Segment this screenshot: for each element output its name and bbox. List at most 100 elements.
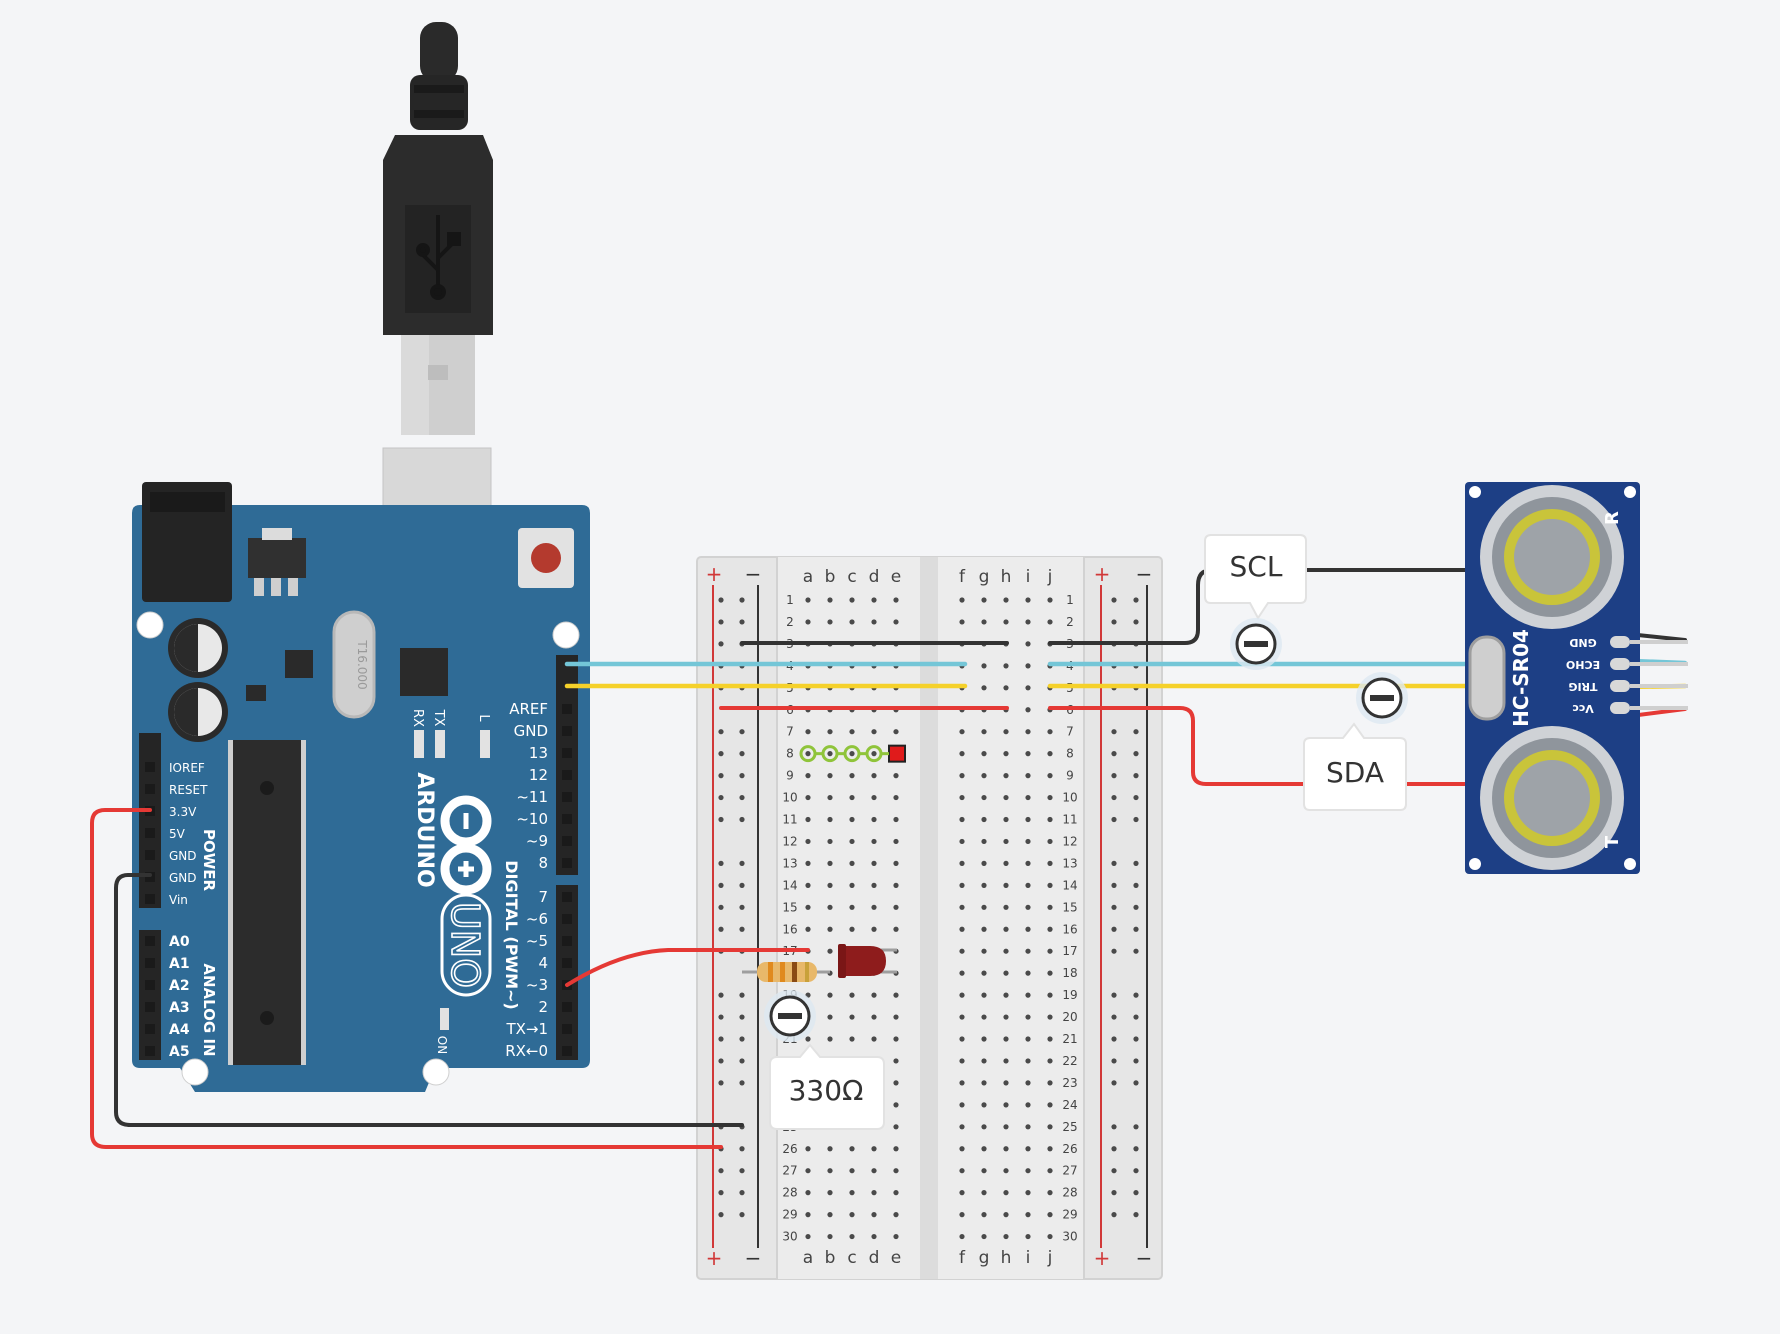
breadboard-hole[interactable] [871,1168,877,1174]
breadboard-hole[interactable] [805,1146,811,1152]
rail-hole[interactable] [1111,926,1117,932]
breadboard-hole[interactable] [805,729,811,735]
breadboard-hole[interactable] [827,619,833,625]
breadboard-hole[interactable] [1003,1080,1009,1086]
breadboard-hole[interactable] [1025,948,1031,954]
breadboard-hole[interactable] [1025,992,1031,998]
breadboard-hole[interactable] [805,882,811,888]
rail-hole[interactable] [718,1190,724,1196]
breadboard-hole[interactable] [893,904,899,910]
breadboard-hole[interactable] [849,1190,855,1196]
header-pin[interactable] [145,958,155,968]
rail-hole[interactable] [718,1036,724,1042]
breadboard-hole[interactable] [827,1190,833,1196]
rail-hole[interactable] [739,729,745,735]
rail-hole[interactable] [718,816,724,823]
breadboard-hole[interactable] [959,1212,965,1218]
rail-hole[interactable] [739,619,745,625]
rail-hole[interactable] [1111,1190,1117,1196]
rail-hole[interactable] [739,1080,745,1086]
breadboard-hole[interactable] [1025,816,1031,823]
wire-red-vcc[interactable] [1048,706,1687,786]
breadboard-hole[interactable] [1003,1212,1009,1218]
breadboard-hole[interactable] [827,904,833,910]
rail-hole[interactable] [718,1212,724,1218]
breadboard-hole[interactable] [1047,773,1053,779]
breadboard-hole[interactable] [981,663,987,669]
breadboard-hole[interactable] [959,948,965,954]
breadboard-hole[interactable] [1025,1058,1031,1064]
breadboard-hole[interactable] [959,794,965,801]
breadboard-hole[interactable] [805,816,811,823]
rail-hole[interactable] [718,992,724,998]
rail-hole[interactable] [1133,1058,1139,1064]
breadboard-hole[interactable] [893,860,899,867]
rail-hole[interactable] [1111,1036,1117,1042]
rail-hole[interactable] [718,597,724,603]
breadboard-hole[interactable] [959,1146,965,1152]
breadboard-hole[interactable] [1003,948,1009,954]
breadboard-hole[interactable] [981,860,987,867]
breadboard-hole[interactable] [827,1146,833,1152]
rail-hole[interactable] [1111,1212,1117,1218]
breadboard-hole[interactable] [1025,970,1031,976]
breadboard-hole[interactable] [871,773,877,779]
breadboard-hole[interactable] [1025,751,1031,757]
breadboard-hole[interactable] [849,1212,855,1218]
rail-hole[interactable] [1111,1124,1117,1130]
breadboard-hole[interactable] [1003,1168,1009,1174]
breadboard-hole[interactable] [871,1190,877,1196]
rail-hole[interactable] [1133,1080,1139,1086]
rail-hole[interactable] [1111,1146,1117,1152]
breadboard-hole[interactable] [1047,948,1053,954]
breadboard-hole[interactable] [981,729,987,735]
rail-hole[interactable] [1133,751,1139,757]
header-pin[interactable] [145,828,155,838]
rail-hole[interactable] [739,751,745,757]
breadboard-hole[interactable] [805,1036,811,1042]
breadboard-hole[interactable] [805,1212,811,1218]
breadboard-hole[interactable] [1003,1124,1009,1130]
header-pin[interactable] [145,936,155,946]
rail-hole[interactable] [1111,904,1117,910]
rail-hole[interactable] [718,641,724,647]
breadboard-hole[interactable] [959,773,965,779]
sensor-pin-pad[interactable] [1610,658,1630,670]
rail-hole[interactable] [1133,1146,1139,1152]
header-pin[interactable] [145,1024,155,1034]
breadboard-hole[interactable] [827,794,833,801]
breadboard-hole[interactable] [1047,619,1053,625]
breadboard-hole[interactable] [1003,685,1009,691]
rail-hole[interactable] [1133,1212,1139,1218]
breadboard-hole[interactable] [1025,1124,1031,1130]
breadboard-hole[interactable] [805,1233,811,1240]
rail-hole[interactable] [1111,729,1117,735]
breadboard-hole[interactable] [849,751,855,757]
breadboard-hole[interactable] [959,1058,965,1064]
breadboard-hole[interactable] [1025,685,1031,691]
rail-hole[interactable] [739,1168,745,1174]
rail-hole[interactable] [739,794,745,801]
header-pin[interactable] [562,726,572,736]
breadboard-hole[interactable] [849,1168,855,1174]
breadboard-hole[interactable] [1003,816,1009,823]
breadboard-hole[interactable] [981,992,987,998]
breadboard-hole[interactable] [871,1212,877,1218]
rail-hole[interactable] [739,773,745,779]
breadboard-hole[interactable] [1025,904,1031,910]
breadboard-hole[interactable] [1003,663,1009,669]
breadboard-hole[interactable] [959,882,965,888]
breadboard-hole[interactable] [893,882,899,888]
wire-red-pin3[interactable] [565,948,810,987]
breadboard-hole[interactable] [893,1058,899,1064]
rail-hole[interactable] [1133,773,1139,779]
rail-hole[interactable] [1111,860,1117,867]
breadboard-hole[interactable] [849,816,855,823]
breadboard-hole[interactable] [1047,597,1053,603]
breadboard-hole[interactable] [827,816,833,823]
breadboard-hole[interactable] [959,926,965,932]
breadboard-hole[interactable] [981,1190,987,1196]
breadboard-hole[interactable] [871,729,877,735]
breadboard-hole[interactable] [893,1102,899,1108]
